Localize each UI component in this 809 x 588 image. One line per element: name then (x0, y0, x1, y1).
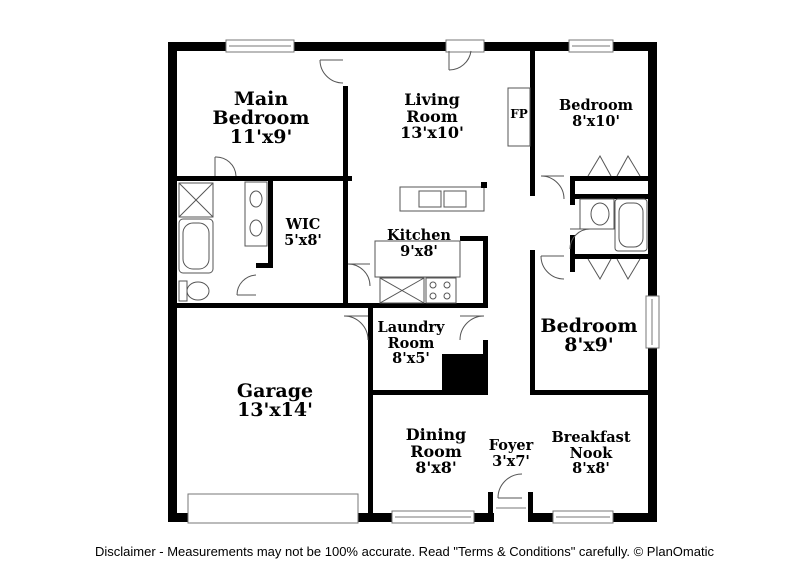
kitchen-fixtures (374, 186, 485, 304)
fireplace (507, 87, 531, 147)
closet-doors (587, 154, 641, 281)
disclaimer-text: Disclaimer - Measurements may not be 100… (95, 544, 714, 559)
bath-fixtures (178, 181, 648, 302)
room-label-breakfast-nook: Breakfast Nook 8'x8' (551, 429, 631, 477)
room-label-bedroom-2: Bedroom 8'x9' (540, 315, 638, 356)
interior-walls (177, 51, 648, 520)
room-label-main-bedroom: Main Bedroom 11'x9' (212, 88, 310, 148)
room-label-bedroom-1: Bedroom 8'x10' (559, 97, 633, 130)
room-label-laundry-room: Laundry Room 8'x5' (377, 319, 445, 367)
room-label-living-room: Living Room 13'x10' (400, 90, 464, 142)
counter-post (481, 182, 487, 188)
door-swings (214, 50, 591, 499)
room-label-dining-room: Dining Room 8'x8' (405, 425, 467, 477)
room-label-wic: WIC 5'x8' (284, 216, 322, 249)
room-label-foyer: Foyer 3'x7' (488, 437, 534, 470)
fireplace-label: FP (510, 107, 528, 121)
room-label-kitchen: Kitchen 9'x8' (387, 227, 451, 260)
room-label-garage: Garage 13'x14' (236, 380, 314, 421)
